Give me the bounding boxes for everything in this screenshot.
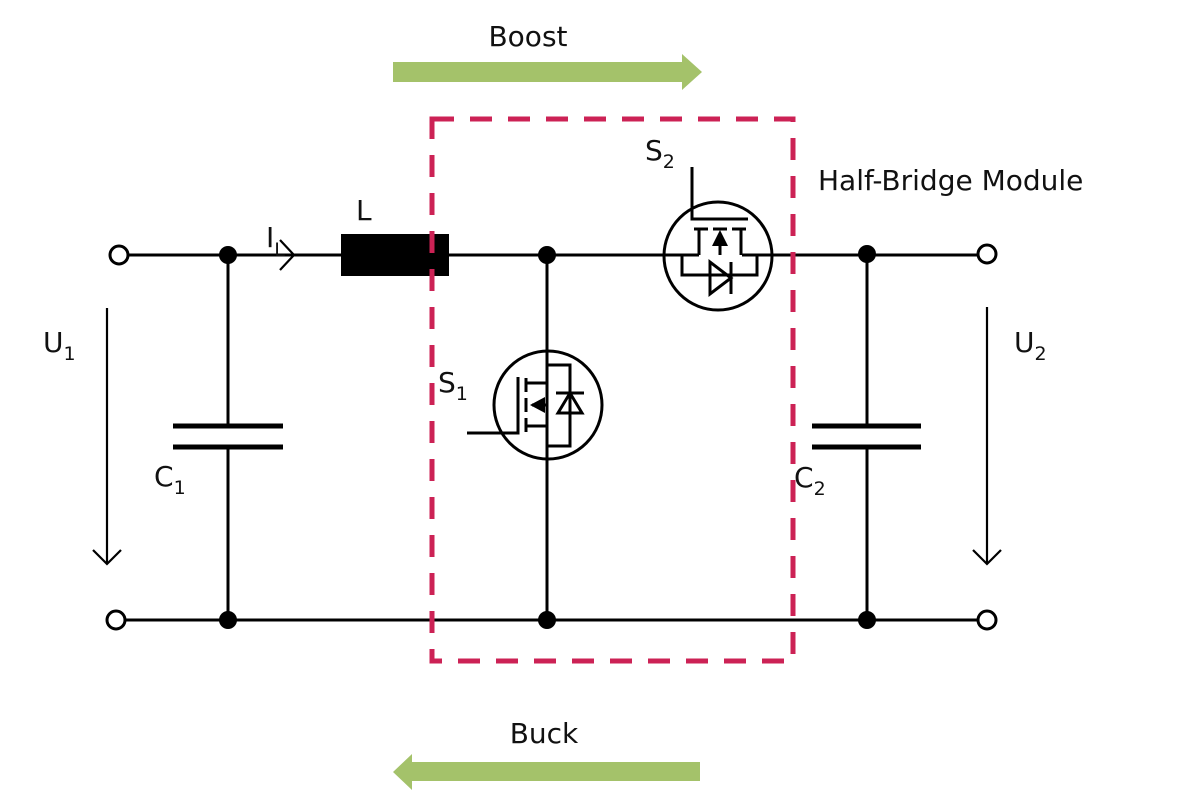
s1-body-arrow-icon [530, 397, 545, 413]
s2-diode-icon [708, 258, 734, 298]
u1-arrow-icon [92, 549, 122, 566]
s1-symbol: S [438, 366, 456, 399]
current-subscript: L [274, 239, 285, 261]
capacitor-c2: C2 [794, 254, 921, 620]
inductor-label: L [356, 194, 372, 227]
c2-label: C2 [794, 461, 826, 500]
s1-subscript: 1 [456, 383, 468, 405]
u1-label: U1 [43, 326, 76, 365]
capacitor-c1: C1 [154, 255, 283, 620]
boost-label: Boost [488, 20, 567, 53]
u1-symbol: U [43, 326, 64, 359]
boost-flow: Boost [393, 20, 702, 90]
half-bridge-module-border [429, 116, 796, 664]
s2-symbol: S [645, 134, 663, 167]
c2-subscript: 2 [814, 478, 826, 500]
s2-subscript: 2 [663, 151, 675, 173]
u2-subscript: 2 [1035, 343, 1047, 365]
s2-diode-loop [680, 255, 759, 277]
buck-flow: Buck [393, 717, 700, 790]
c1-subscript: 1 [174, 477, 186, 499]
current-arrow-icon [279, 239, 296, 271]
u2-symbol: U [1014, 326, 1035, 359]
terminal-output-bottom [976, 609, 998, 631]
c2-symbol: C [794, 461, 814, 494]
half-bridge-module-label: Half-Bridge Module [818, 164, 1083, 197]
buck-label: Buck [510, 717, 579, 750]
switch-s2: S2 [645, 134, 774, 312]
s1-gate [467, 377, 520, 435]
s2-body-arrow-icon [712, 230, 728, 246]
terminal-input-bottom [105, 609, 127, 631]
buck-arrow-icon [393, 754, 700, 790]
s1-body-circle [492, 349, 604, 461]
s1-diode-icon [555, 390, 585, 415]
current-label: IL [266, 221, 285, 261]
u2-label: U2 [1014, 326, 1047, 365]
current-indicator: IL [266, 221, 296, 271]
s2-label: S2 [645, 134, 675, 173]
s1-label: S1 [438, 366, 468, 405]
s1-diode-loop [547, 363, 572, 448]
c1-label: C1 [154, 460, 186, 499]
switch-s1: S1 [438, 255, 604, 620]
boost-arrow-icon [393, 54, 702, 90]
u1-subscript: 1 [64, 343, 76, 365]
s2-body-circle [662, 200, 774, 312]
u2-arrow-icon [972, 549, 1002, 566]
terminal-input-top [108, 244, 130, 266]
terminal-output-top [976, 243, 998, 265]
current-symbol: I [266, 221, 274, 254]
voltage-u2: U2 [972, 307, 1047, 566]
voltage-u1: U1 [43, 308, 122, 566]
c1-symbol: C [154, 460, 174, 493]
s2-gate [690, 167, 748, 221]
